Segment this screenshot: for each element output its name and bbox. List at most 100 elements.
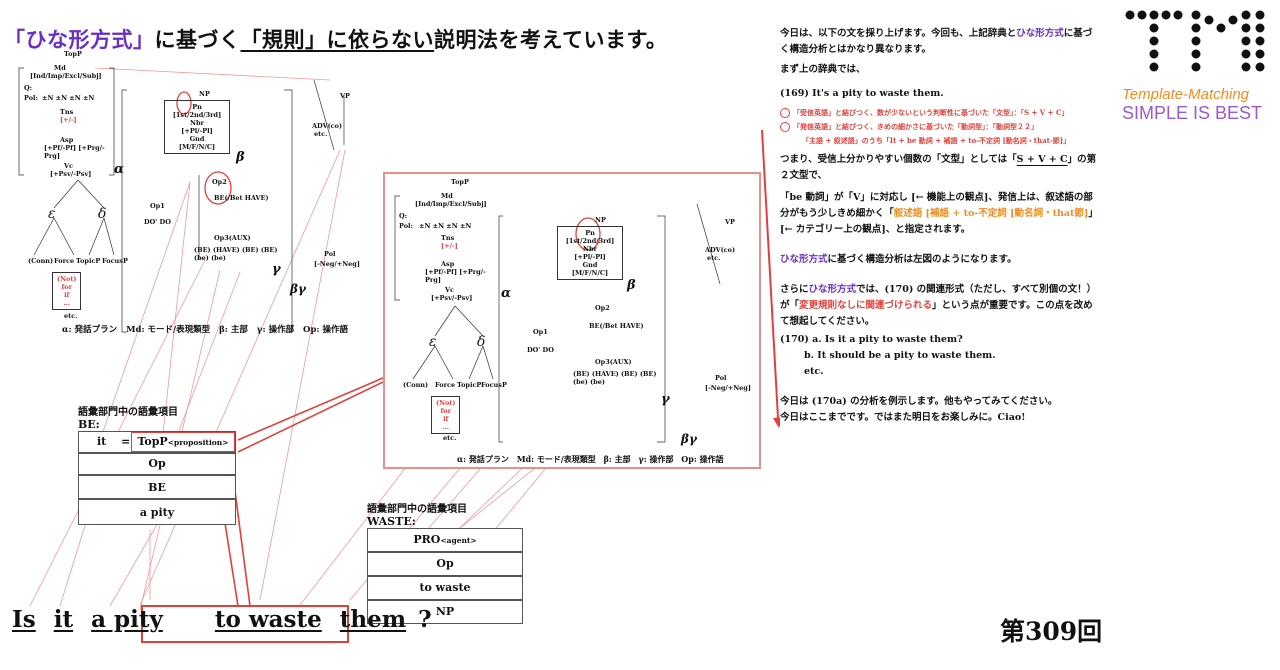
- p1-b: 」の第２文型で、: [780, 154, 1097, 181]
- center-focus-item-2: if: [443, 415, 449, 423]
- left-epsilon: ε: [48, 206, 56, 222]
- left-vp: VP: [340, 92, 350, 100]
- bullet-1-text: 「受信英語」と結びつく、数が少ないという判断性に基づいた「文型」：「S + V …: [793, 108, 1069, 117]
- be-it: it: [97, 435, 107, 448]
- left-nbr: Nbr: [190, 119, 204, 127]
- center-tns-values: [+/-]: [441, 242, 458, 250]
- left-legend-alpha: α: 発話プラン: [62, 325, 118, 335]
- left-focus-item-0: (Not): [57, 275, 77, 283]
- left-asp: Asp: [60, 136, 74, 144]
- be-row-be: BE: [78, 475, 236, 499]
- intro-paragraph: 今日は、以下の文を採り上げます。今回も、上記辞典とひな形方式に基づく構造分析とは…: [780, 26, 1100, 58]
- center-md-features: [Ind/Imp/Excl/Subj]: [415, 200, 487, 208]
- be-label: BE:: [78, 418, 100, 431]
- word-is: Is: [12, 606, 36, 633]
- example-169: (169) It's a pity to waste them.: [780, 88, 944, 99]
- left-legend: α: 発話プラン Md: モード/表現類型 β: 主部 γ: 操作部 Op: 操…: [62, 323, 348, 335]
- center-op1: Op1: [533, 328, 548, 336]
- left-legend-gamma: γ: 操作部: [256, 325, 295, 335]
- center-np: NP: [595, 216, 606, 224]
- bullet-1: 「受信英語」と結びつく、数が少ないという判断性に基づいた「文型」：「S + V …: [780, 106, 1100, 120]
- waste-row-op: Op: [367, 552, 523, 576]
- center-topp: TopP: [451, 178, 469, 186]
- waste-label: WASTE:: [367, 515, 416, 528]
- p5-b: では、(170) の関連形式（ただし、すべて別個の文！）が「: [780, 284, 1097, 311]
- center-gnd: Gnd: [582, 261, 598, 269]
- be-row-op: Op: [78, 453, 236, 475]
- left-q-label: Q:: [24, 84, 33, 92]
- center-asp: Asp: [441, 260, 455, 268]
- left-np-box: Pn [1st/2nd/3rd] Nbr [+Pl/-Pl] Gnd [M/F/…: [164, 100, 230, 154]
- center-beta: β: [627, 278, 636, 293]
- left-gnd-values: [M/F/N/C]: [178, 143, 216, 151]
- word-them: them: [339, 606, 407, 633]
- center-force: Force: [435, 381, 456, 389]
- bullet-2-sub: 「主語 + 叙述語」のうち「It + be 動詞 + 補語 + to-不定詞 […: [802, 136, 1071, 145]
- left-beta-gamma: βγ: [290, 282, 306, 296]
- logo-line1: Template-Matching: [1122, 86, 1250, 103]
- example-170c: etc.: [804, 366, 824, 377]
- center-op2: Op2: [595, 304, 610, 312]
- center-focus-item-1: for: [440, 407, 451, 415]
- para-1: つまり、受信上分かりやすい個数の「文型」としては「S + V + C」の第２文型…: [780, 152, 1100, 184]
- left-alpha: α: [114, 162, 125, 177]
- center-legend-md: Md: モード/表現類型: [516, 454, 596, 464]
- be-header: 語彙部門中の語彙項目: [78, 407, 178, 418]
- center-be-have: BE(/Bet HAVE): [589, 322, 644, 330]
- left-op3-items: (BE) (HAVE) (BE) (BE) (be) (be): [194, 246, 284, 262]
- left-focus-item-2: if: [64, 291, 70, 299]
- left-pol-neg: [-Neg/+Neg]: [314, 260, 360, 268]
- waste-row-np: NP: [367, 600, 523, 624]
- left-diagram: TopP Md [Ind/Imp/Excl/Subj] Q: Pol: ±N ±…: [14, 50, 384, 350]
- waste-lexical-entry: 語彙部門中の語彙項目 WASTE: PRO<agent> Op to waste…: [367, 500, 525, 625]
- p5-a: さらに: [780, 284, 809, 295]
- title-quote-open: 「: [4, 27, 26, 52]
- center-legend-gamma: γ: 操作部: [638, 454, 674, 464]
- center-pn-values: [1st/2nd/3rd]: [565, 237, 615, 245]
- center-legend-alpha: α: 発話プラン: [457, 454, 509, 464]
- left-gamma: γ: [272, 262, 281, 277]
- left-delta: δ: [98, 206, 107, 222]
- para-6: 今日は (170a) の分析を例示します。他もやってみてください。: [780, 396, 1058, 407]
- left-op2: Op2: [212, 178, 227, 186]
- page-title: 「ひな形方式」に基づく「規則」に依らない説明法を考えています。: [4, 24, 667, 54]
- waste-header: 語彙部門中の語彙項目: [367, 504, 467, 515]
- center-tns: Tns: [441, 234, 455, 242]
- bullet-2-text: 「発信英語」と結びつく、きめの細かさに基づいた「動詞型」：「動詞型２２」: [793, 122, 1038, 131]
- title-part2: に依らない: [326, 27, 434, 52]
- para-2: 「be 動詞」が「V」に対応し [← 機能上の観点]、発信上は、叙述語の部分がも…: [780, 190, 1100, 222]
- p4-b: に基づく構造分析は左図のようになります。: [827, 254, 1017, 265]
- center-delta: δ: [477, 334, 486, 350]
- p4-hinagata: ひな形方式: [780, 254, 828, 265]
- center-pn: Pn: [585, 229, 595, 237]
- left-tns: Tns: [60, 108, 74, 116]
- left-beta: β: [236, 150, 245, 165]
- logo-dots-icon: [1125, 10, 1265, 72]
- logo-line2: SIMPLE IS BEST: [1122, 103, 1263, 123]
- left-pol: Pol: [324, 250, 336, 258]
- left-focusp: FocusP: [102, 257, 128, 265]
- dict-intro: まず上の辞典では、: [780, 64, 866, 75]
- left-topicp: TopicP: [76, 257, 101, 265]
- left-focus-items: (Not) for if …: [52, 272, 82, 310]
- left-tree-lines: [18, 67, 345, 333]
- left-pol-values: ±N ±N ±N ±N: [42, 94, 95, 102]
- center-focusp: FocusP: [481, 381, 507, 389]
- left-legend-op: Op: 操作語: [303, 325, 348, 335]
- logo: Template-Matching SIMPLE IS BEST: [1122, 6, 1272, 126]
- center-adv-etc: etc.: [707, 254, 721, 262]
- waste-row-pro: PRO<agent>: [367, 528, 523, 552]
- center-op3-items: (BE) (HAVE) (BE) (BE) (be) (be): [573, 370, 663, 386]
- word-it: it: [53, 606, 74, 633]
- center-nbr: Nbr: [583, 245, 597, 253]
- left-conn: (Conn): [28, 257, 54, 265]
- left-op1: Op1: [150, 202, 165, 210]
- p5-red: 変更規則なしに関連づけられる: [799, 300, 933, 311]
- left-md: Md: [54, 64, 66, 72]
- center-beta-gamma: βγ: [681, 432, 697, 446]
- center-pol: Pol: [715, 374, 727, 382]
- left-op3-item-1: (be) (be): [194, 254, 226, 262]
- para-4: ひな形方式に基づく構造分析は左図のようになります。: [780, 252, 1100, 268]
- left-adv: ADV(co): [312, 122, 343, 130]
- episode-number: 第309回: [1000, 617, 1103, 646]
